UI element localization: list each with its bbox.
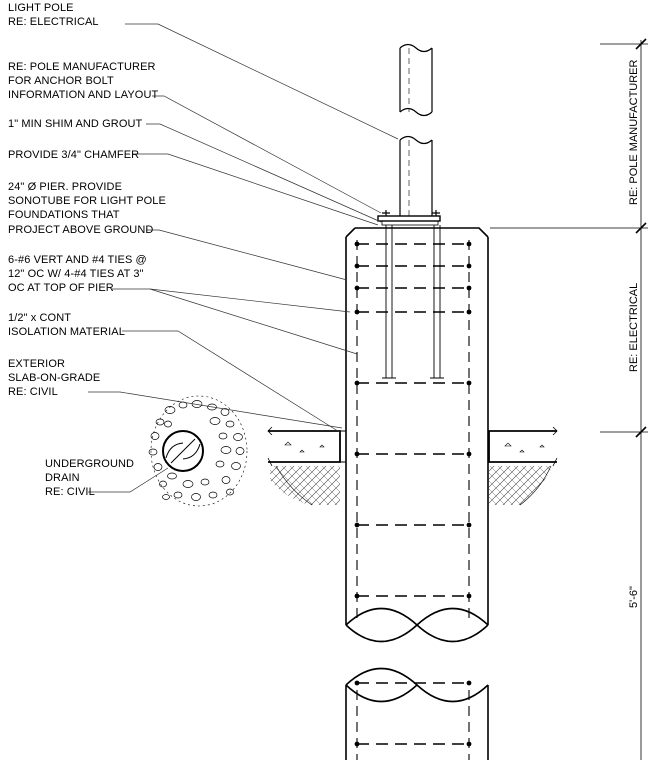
gravel-drain: [148, 395, 248, 507]
leader-lines: [88, 23, 399, 493]
note-reinforcing: 6-#6 VERT AND #4 TIES @ 12" OC W/ 4-#4 T…: [8, 254, 147, 295]
note-light-pole: LIGHT POLE RE: ELECTRICAL: [8, 2, 99, 29]
note-slab: EXTERIOR SLAB-ON-GRADE RE: CIVIL: [8, 358, 101, 399]
note-pier: 24" Ø PIER. PROVIDE SONOTUBE FOR LIGHT P…: [8, 181, 166, 236]
vertical-reinforcing: [356, 240, 470, 760]
note-chamfer: PROVIDE 3/4" CHAMFER: [8, 149, 140, 161]
anchor-bolts: [382, 225, 444, 379]
concrete-pier: [345, 227, 489, 760]
dim-depth: 5'-6": [628, 586, 640, 608]
light-pole: [399, 43, 433, 216]
note-anchor-bolt: RE: POLE MANUFACTURER FOR ANCHOR BOLT IN…: [8, 61, 159, 102]
note-isolation: 1/2" x CONT ISOLATION MATERIAL: [8, 312, 125, 339]
slab-on-grade-left: [267, 426, 346, 506]
rebar-dots: [354, 241, 472, 747]
dim-pole-manufacturer: RE: POLE MANUFACTURER: [628, 59, 640, 205]
slab-on-grade-right: [488, 426, 558, 506]
note-drain: UNDERGROUND DRAIN RE: CIVIL: [45, 458, 135, 499]
base-plate: [377, 210, 441, 226]
dim-electrical: RE: ELECTRICAL: [628, 282, 640, 372]
note-shim-grout: 1" MIN SHIM AND GROUT: [8, 118, 143, 130]
dimension-lines: [490, 38, 648, 760]
